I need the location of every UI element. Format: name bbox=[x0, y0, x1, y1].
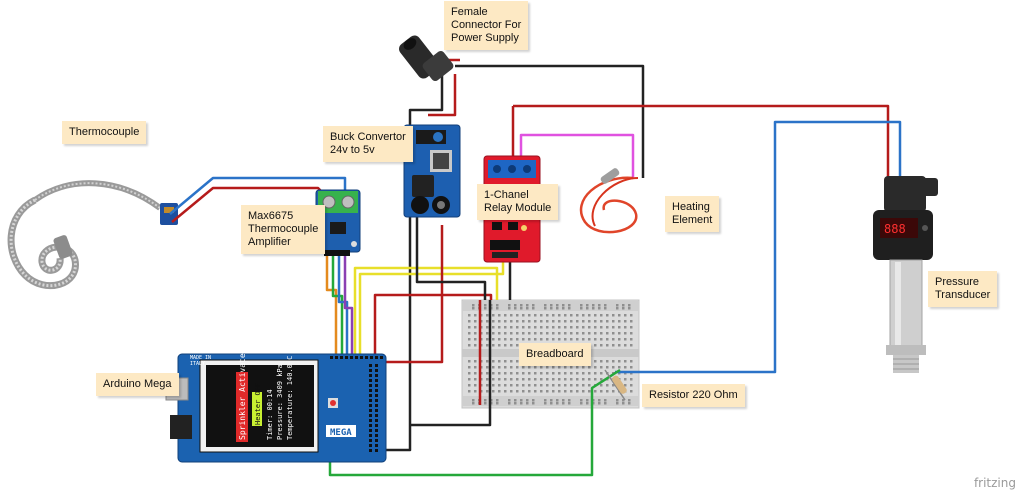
label-resistor: Resistor 220 Ohm bbox=[642, 384, 745, 407]
label-power-connector: Female Connector For Power Supply bbox=[444, 1, 529, 50]
label-relay-module: 1-Chanel Relay Module bbox=[477, 184, 559, 220]
resistor bbox=[604, 369, 627, 401]
label-pressure-transducer: Pressure Transducer bbox=[928, 271, 998, 307]
label-heating-element: Heating Element bbox=[665, 196, 720, 232]
label-thermocouple: Thermocouple bbox=[62, 121, 147, 144]
screen-pressure: Pressure: 3409 kPa bbox=[276, 364, 284, 440]
thermocouple-probe bbox=[7, 180, 178, 290]
screen-timer: Timer: 00:14 bbox=[266, 389, 274, 440]
board-brand-line2: ITALY bbox=[190, 361, 205, 367]
label-buck-converter: Buck Convertor 24v to 5v bbox=[323, 126, 413, 162]
label-max6675: Max6675 Thermocouple Amplifier bbox=[241, 205, 326, 254]
buck-converter bbox=[403, 124, 461, 218]
screen-heater: Heater OFF bbox=[254, 383, 262, 425]
svg-text:888: 888 bbox=[884, 222, 906, 236]
screen-sprinkler: Sprinkler Activated bbox=[238, 348, 247, 440]
heating-element bbox=[579, 168, 639, 234]
screen-temperature: Temperature: 140.0 C bbox=[286, 356, 294, 440]
label-arduino-mega: Arduino Mega bbox=[96, 373, 179, 396]
wires bbox=[169, 58, 902, 477]
dc-power-connector bbox=[399, 35, 454, 82]
pressure-transducer: 888 bbox=[873, 176, 938, 373]
label-breadboard: Breadboard bbox=[519, 343, 591, 366]
board-brand-line1: MADE IN bbox=[190, 355, 211, 361]
fritzing-watermark: fritzing bbox=[973, 476, 1016, 490]
mega-logo-text: MEGA bbox=[330, 428, 352, 438]
tft-display: Sprinkler Activated Heater OFF Timer: 00… bbox=[236, 348, 294, 442]
